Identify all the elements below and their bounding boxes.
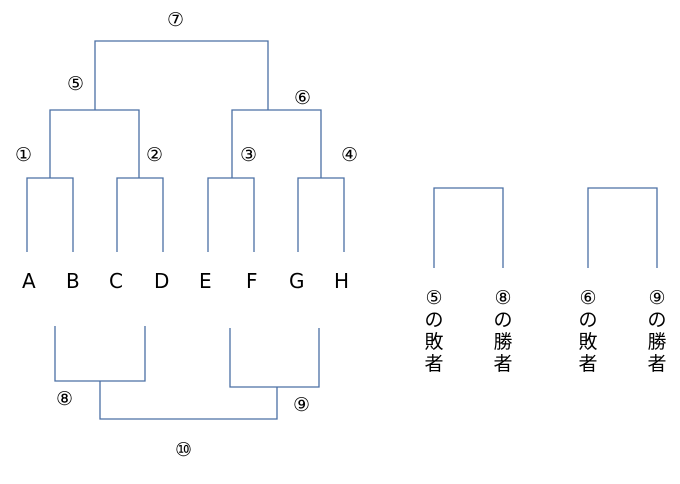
match-label-3: ③ [240,144,258,166]
label-char: 敗 [424,331,444,353]
side-bracket-1 [433,187,504,268]
label-char: 勝 [647,331,667,353]
side-bracket-2-right-label: ⑨ の 勝 者 [645,287,669,375]
side-bracket-1-right-label: ⑧ の 勝 者 [491,287,515,375]
team-label-b: B [66,269,80,293]
side-bracket-1-left-label: ⑤ の 敗 者 [422,287,446,375]
label-char: ⑤ [425,287,443,309]
bracket-match-4 [297,177,345,252]
label-char: 者 [647,353,667,375]
match-label-4: ④ [341,144,359,166]
team-label-c: C [109,269,123,293]
label-char: 者 [578,353,598,375]
match-label-2: ② [146,144,164,166]
label-char: 勝 [493,331,513,353]
bracket-match-7 [94,40,269,110]
match-label-1: ① [15,144,33,166]
label-char: 者 [424,353,444,375]
label-char: の [647,309,667,331]
label-char: ⑧ [494,287,512,309]
label-char: ⑨ [648,287,666,309]
match-label-9: ⑨ [293,394,311,416]
bracket-match-8 [54,326,146,382]
bracket-match-5 [49,109,140,178]
match-label-8: ⑧ [56,388,74,410]
bracket-match-9 [229,328,320,388]
label-char: 敗 [578,331,598,353]
side-bracket-2 [587,187,658,268]
label-char: の [578,309,598,331]
label-char: ⑥ [579,287,597,309]
label-char: の [493,309,513,331]
team-label-a: A [22,269,36,293]
team-label-f: F [246,269,258,293]
match-label-6: ⑥ [294,87,312,109]
bracket-match-2 [116,177,164,252]
bracket-match-3 [207,177,255,252]
team-label-h: H [334,269,350,293]
label-char: 者 [493,353,513,375]
match-label-7: ⑦ [167,9,185,31]
team-label-e: E [199,269,212,293]
bracket-match-6 [231,109,322,178]
bracket-match-10 [99,381,278,420]
team-label-d: D [154,269,170,293]
bracket-match-1 [26,177,74,252]
label-char: の [424,309,444,331]
team-label-g: G [289,269,305,293]
side-bracket-2-left-label: ⑥ の 敗 者 [576,287,600,375]
match-label-10: ⑩ [175,439,193,461]
match-label-5: ⑤ [67,73,85,95]
